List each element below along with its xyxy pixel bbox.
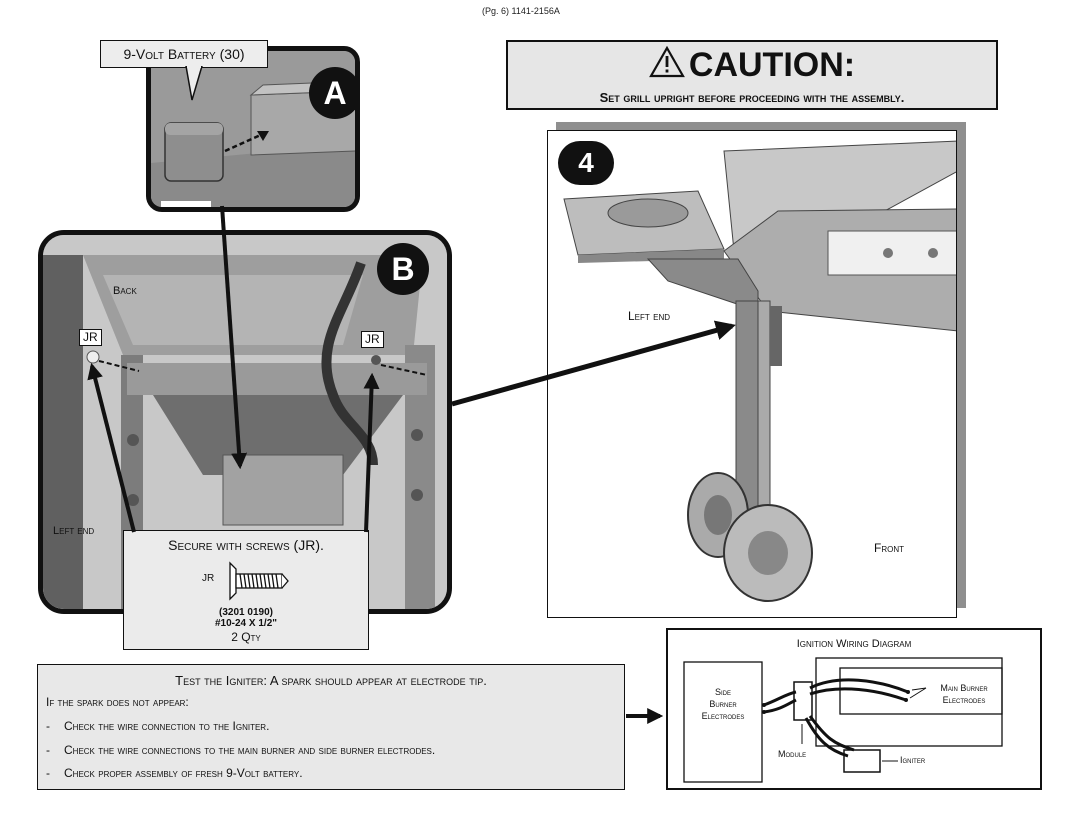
module-label: Module: [778, 749, 807, 759]
back-label: Back: [113, 285, 137, 297]
igniter-label: Igniter: [900, 755, 926, 765]
panel-b-badge: B: [377, 243, 429, 295]
test-item-2: -Check the wire connections to the main …: [46, 743, 435, 757]
test-item-3: -Check proper assembly of fresh 9-Volt b…: [46, 766, 303, 780]
test-item-text: Check the wire connection to the Igniter…: [64, 719, 270, 733]
screws-callout: Secure with screws (JR). JR (3201 0190) …: [123, 530, 369, 650]
panel-4-left-end-label: Left end: [628, 309, 671, 323]
left-end-label: Left end: [53, 525, 95, 537]
test-intro: If the spark does not appear:: [46, 695, 189, 709]
jr-tag-left: JR: [79, 329, 102, 346]
test-title: Test the Igniter: A spark should appear …: [175, 673, 487, 688]
ignition-wiring-diagram: Ignition Wiring Diagram Side Burner Elec…: [666, 628, 1042, 790]
screw-icon: [229, 561, 289, 601]
side-burner-line: Electrodes: [701, 711, 745, 721]
side-burner-line: Side: [714, 687, 731, 697]
screw-jr-label: JR: [202, 573, 215, 584]
jr-tag-right: JR: [361, 331, 384, 348]
front-label: Front: [874, 541, 904, 555]
test-item-1: -Check the wire connection to the Ignite…: [46, 719, 269, 733]
panel-4-grill-illustration: 4 Left end Front: [547, 130, 957, 618]
test-item-text: Check proper assembly of fresh 9-Volt ba…: [64, 766, 303, 780]
screw-qty: 2 Qty: [231, 630, 261, 644]
bullet-dash: -: [46, 743, 50, 757]
main-burner-label: Main Burner Electrodes: [924, 682, 1004, 706]
panel-a-badge: A: [309, 67, 355, 119]
screw-size: #10-24 X 1/2": [214, 618, 277, 629]
panel-a-battery-illustration: A: [146, 46, 360, 212]
main-burner-line: Electrodes: [942, 695, 986, 705]
step-number-badge: 4: [558, 141, 614, 185]
callout-pointer: [185, 66, 203, 101]
caution-box: CAUTION: Set grill upright before procee…: [506, 40, 998, 110]
warning-triangle-icon: [648, 45, 685, 87]
battery-callout: 9-Volt Battery (30): [100, 40, 268, 68]
screws-title: Secure with screws (JR).: [168, 537, 324, 553]
test-item-text: Check the wire connections to the main b…: [64, 743, 436, 757]
page-reference: (Pg. 6) 1141-2156A: [482, 6, 560, 16]
screw-part-number: (3201 0190): [219, 607, 273, 618]
bullet-dash: -: [46, 766, 50, 780]
side-burner-line: Burner: [709, 699, 737, 709]
screw-part-info: (3201 0190) #10-24 X 1/2": [124, 607, 368, 629]
test-igniter-box: Test the Igniter: A spark should appear …: [37, 664, 625, 790]
caution-heading: CAUTION:: [688, 46, 856, 84]
bullet-dash: -: [46, 719, 50, 733]
wiring-title: Ignition Wiring Diagram: [796, 638, 912, 650]
caution-subtitle: Set grill upright before proceeding with…: [599, 90, 905, 105]
main-burner-line: Main Burner: [940, 683, 988, 693]
caution-title: CAUTION:: [508, 45, 996, 87]
side-burner-label: Side Burner Electrodes: [690, 686, 756, 722]
